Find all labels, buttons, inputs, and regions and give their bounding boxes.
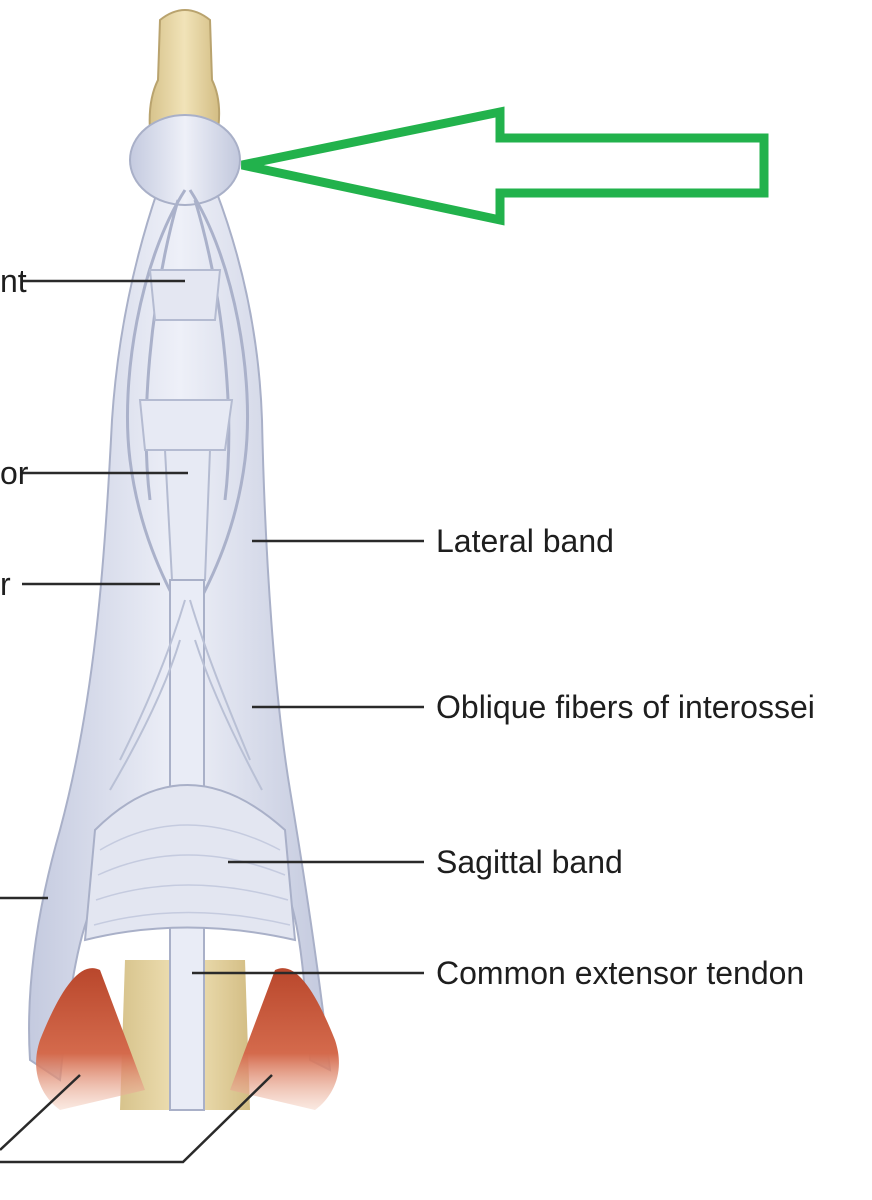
label-cut-low: r bbox=[0, 566, 11, 602]
label-common-extensor: Common extensor tendon bbox=[436, 955, 804, 991]
triangular-ligament bbox=[150, 270, 220, 320]
pointer-arrow bbox=[242, 112, 764, 220]
label-oblique-fibers: Oblique fibers of interossei bbox=[436, 689, 815, 725]
leader-line-muscle-left bbox=[0, 1075, 80, 1150]
label-cut-mid: or bbox=[0, 455, 29, 491]
label-lateral-band: Lateral band bbox=[436, 523, 614, 559]
label-cut-top: nt bbox=[0, 263, 27, 299]
distal-phalanx bbox=[150, 10, 219, 130]
label-sagittal-band: Sagittal band bbox=[436, 844, 623, 880]
